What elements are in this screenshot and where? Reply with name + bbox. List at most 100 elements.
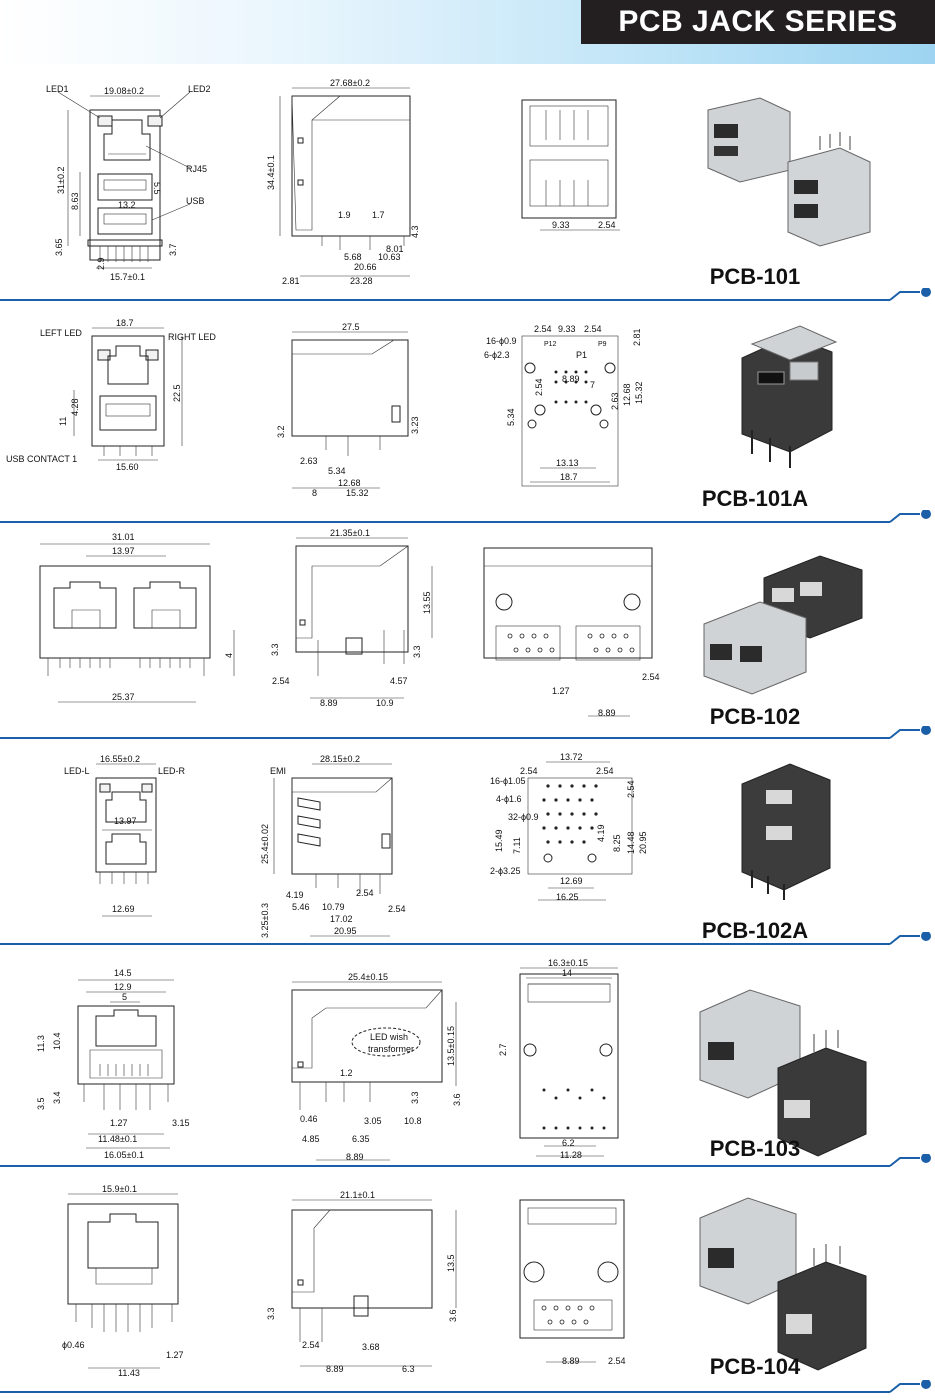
- dim: 27.5: [342, 322, 360, 332]
- dim: 20.66: [354, 262, 377, 272]
- section-pcb-104: 15.9±0.1 ϕ0.46 1.27 11.43 21.1±0.1 13.5 …: [0, 1172, 935, 1390]
- dim: 11.3: [36, 1035, 46, 1052]
- dim: 20.95: [638, 831, 648, 854]
- dim: 7.11: [512, 837, 522, 854]
- dim: 25.37: [112, 692, 135, 702]
- dim: 16.3±0.15: [548, 958, 588, 968]
- pcb-101a-bottom-view: 2.54 9.33 2.54 2.81 16-ϕ0.9 6-ϕ2.3 P12 P…: [484, 324, 644, 487]
- dim: 12.69: [112, 904, 135, 914]
- separator-line: [0, 726, 931, 739]
- dim: 2.7: [498, 1043, 508, 1056]
- dim: 1.27: [110, 1118, 128, 1128]
- dim: 20.95: [334, 926, 357, 936]
- separator-line: [0, 1154, 931, 1167]
- label-right-led: RIGHT LED: [168, 332, 216, 342]
- section-pcb-101: LED1 LED2 RJ45 USB 19.08±0.2 31±0.2 8.63…: [0, 70, 935, 289]
- dim: 5.5: [152, 182, 162, 195]
- dim: 14: [562, 968, 572, 978]
- dim: ϕ0.46: [62, 1340, 85, 1350]
- dim: 2.81: [632, 328, 642, 346]
- dim: 27.68±0.2: [330, 78, 370, 88]
- label-led2: LED2: [188, 84, 211, 94]
- dim: 15.60: [116, 462, 139, 472]
- dim: 15.32: [634, 381, 644, 404]
- pcb-102-product-photo: [703, 555, 863, 695]
- pcb-101-product-photo: [707, 97, 871, 247]
- dim: 3.65: [54, 238, 64, 256]
- dim: 1.7: [372, 210, 385, 220]
- dim: 3.68: [362, 1342, 380, 1352]
- pcb-103-product-photo: [699, 989, 867, 1157]
- pcb-102a-front-view: LED-L LED-R 16.55±0.2 13.97 12.69: [64, 754, 186, 917]
- dim: 4-ϕ1.6: [496, 794, 522, 804]
- dim: 3.6: [448, 1309, 458, 1322]
- dim: 13.5: [446, 1254, 456, 1272]
- label-led-r: LED-R: [158, 766, 186, 776]
- pcb-102-front-view: 31.01 13.97 4 25.37: [39, 532, 235, 703]
- dim: 34.4±0.1: [266, 155, 276, 190]
- label-left-led: LEFT LED: [40, 328, 82, 338]
- separator-line: [0, 510, 931, 523]
- dim: 3.3: [412, 645, 422, 658]
- dim: 16.05±0.1: [104, 1150, 144, 1160]
- dim: 1.27: [552, 686, 570, 696]
- dim: 14.48: [626, 831, 636, 854]
- dim: 16-ϕ0.9: [486, 336, 517, 346]
- dim: 10.8: [404, 1116, 422, 1126]
- dim: 2.54: [388, 904, 406, 914]
- dim: 8.89: [326, 1364, 344, 1374]
- dim: 0.46: [300, 1114, 318, 1124]
- dim: 2.54: [584, 324, 602, 334]
- pcb-103-front-view: 14.5 12.9 5 11.3 10.4 3.5 3.4 1.27 11.48…: [36, 968, 190, 1160]
- pcb-104-bottom-view: 8.89 2.54: [519, 1199, 626, 1366]
- pcb-104-side-view: 21.1±0.1 13.5 3.3 3.6 2.54 3.68 8.89 6.3: [266, 1190, 458, 1374]
- dim: 3.5: [36, 1097, 46, 1110]
- dim: 12.68: [622, 383, 632, 406]
- label-rj45: RJ45: [186, 164, 207, 174]
- dim: 2.54: [596, 766, 614, 776]
- dim: 2.54: [520, 766, 538, 776]
- page-title: PCB JACK SERIES: [581, 0, 935, 44]
- dim: 2.9: [96, 257, 106, 270]
- dim: 12.68: [338, 478, 361, 488]
- dim: 22.5: [172, 384, 182, 402]
- dim: 5.34: [506, 408, 516, 426]
- dim: 15.7±0.1: [110, 272, 145, 282]
- pcb-101a-side-view: 27.5 3.2 3.23 2.63 5.34 12.68 8 15.32: [276, 322, 420, 498]
- section-pcb-102a: LED-L LED-R 16.55±0.2 13.97 12.69 EMI 28…: [0, 744, 935, 962]
- dim: 2.54: [272, 676, 290, 686]
- dim: 5.34: [328, 466, 346, 476]
- dim: 8.89: [562, 374, 580, 384]
- label-usb: USB: [186, 196, 205, 206]
- pcb-101-front-view: LED1 LED2 RJ45 USB 19.08±0.2 31±0.2 8.63…: [46, 84, 211, 282]
- dim: 19.08±0.2: [104, 86, 144, 96]
- dim: 2-ϕ3.25: [490, 866, 521, 876]
- dim: 13.2: [118, 200, 136, 210]
- dim: 3.2: [276, 425, 286, 438]
- dim: P1: [576, 350, 587, 360]
- note-line-1: LED wish: [370, 1032, 408, 1042]
- dim: 1.9: [338, 210, 351, 220]
- dim: 13.72: [560, 752, 583, 762]
- model-name: PCB-102: [709, 704, 801, 729]
- dim: 8: [312, 488, 317, 498]
- section-pcb-102: 31.01 13.97 4 25.37 21.35±0.1 13.55 3.3 …: [0, 526, 935, 744]
- dim: 2.81: [282, 276, 300, 286]
- pcb-104-front-view: 15.9±0.1 ϕ0.46 1.27 11.43: [62, 1184, 184, 1378]
- dim: 2.54: [626, 780, 636, 798]
- dim: 2.63: [300, 456, 318, 466]
- pcb-102-drawings: 31.01 13.97 4 25.37 21.35±0.1 13.55 3.3 …: [39, 528, 863, 718]
- dim: 10.9: [376, 698, 394, 708]
- dim: 13.97: [112, 546, 135, 556]
- pcb-102-bottom-view: 1.27 2.54 8.89: [483, 547, 660, 718]
- dim: 10.79: [322, 902, 345, 912]
- dim: 2.54: [608, 1356, 626, 1366]
- dim: 1.27: [166, 1350, 184, 1360]
- dim: 32-ϕ0.9: [508, 812, 539, 822]
- dim: 2.54: [642, 672, 660, 682]
- pcb-104-drawings: 15.9±0.1 ϕ0.46 1.27 11.43 21.1±0.1 13.5 …: [62, 1184, 867, 1378]
- dim: 13.97: [114, 816, 137, 826]
- dim: 3.23: [410, 416, 420, 434]
- separator-line: [0, 932, 931, 945]
- pcb-101a-product-photo: [741, 325, 838, 468]
